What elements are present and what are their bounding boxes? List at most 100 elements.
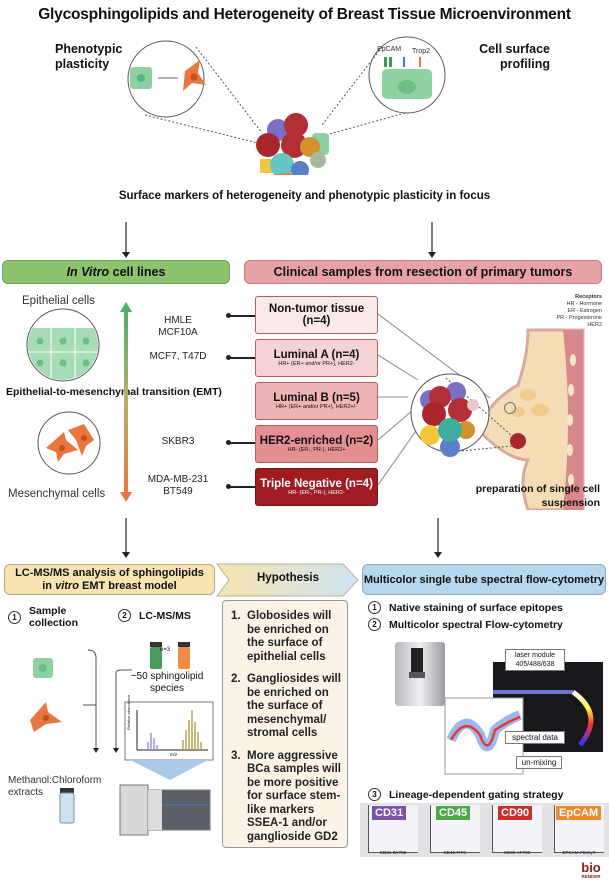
step-label: LC-MS/MS xyxy=(139,609,191,622)
connector-line xyxy=(228,315,255,317)
step-label: Multicolor spectral Flow-cytometry xyxy=(389,618,563,631)
tumor-cells-magnified-icon xyxy=(420,382,479,457)
receptor-item: HER2 xyxy=(587,322,602,328)
in-vitro-header-rest: cell lines xyxy=(109,265,166,279)
hypothesis-item-text: More aggressive BCa samples will be more… xyxy=(247,749,341,843)
extracts-label: Methanol:Chloroform extracts xyxy=(8,775,102,798)
in-vitro-header-italic: In Vitro xyxy=(66,265,110,279)
gate-marker-label: CD31 xyxy=(372,806,407,820)
top-illustration: EpCAM Trop2 xyxy=(127,36,446,175)
hypothesis-item-number: 2. xyxy=(231,673,241,685)
trop2-marker-label: Trop2 xyxy=(412,48,430,55)
laser-wavelengths: 405/488/638 xyxy=(515,661,555,668)
step-number: 1 xyxy=(8,610,21,624)
connector-line xyxy=(228,357,255,359)
lcms-header-line1: LC-MS/MS analysis of sphingolipids xyxy=(15,566,204,579)
receptors-legend: Receptors HR - Hormone ER - Estrogen PR … xyxy=(520,294,602,329)
emt-label: Epithelial-to-mesenchymal transition (EM… xyxy=(6,386,222,398)
biorender-logo: bio RENDER xyxy=(576,860,606,879)
hypothesis-item-text: Gangliosides will be enriched on the sur… xyxy=(247,673,341,739)
lcms-header-italic: vitro xyxy=(55,579,79,592)
gate-panel-cd31: CD31 CD31-BV785 xyxy=(362,803,418,857)
gate-panel-cd45: CD45 CD45-FITC xyxy=(424,803,480,857)
connector-line xyxy=(228,442,255,444)
phenotypic-plasticity-label: Phenotypic plasticity xyxy=(55,42,123,71)
receptor-item: PR - Progesterone xyxy=(556,315,602,321)
hypothesis-box: 1. Globosides will be enriched on the sur… xyxy=(222,600,348,848)
logo-text: RENDER xyxy=(581,874,601,879)
lcms-step-2: 2 LC-MS/MS xyxy=(118,609,191,622)
breast-icon xyxy=(476,328,585,510)
subtype-name: Non-tumor tissue (n=4) xyxy=(268,303,365,327)
cell-line-mda-mb-231: MDA-MB-231 xyxy=(147,474,209,485)
step-label: Sample collection xyxy=(29,605,79,629)
logo-mark: bio xyxy=(581,860,601,875)
lcms-workflow-illustration xyxy=(30,642,214,836)
subtype-name: Luminal B (n=5) xyxy=(273,392,360,404)
receptor-item: ER - Estrogen xyxy=(567,308,602,314)
in-vitro-header: In Vitro cell lines xyxy=(2,260,230,284)
epithelial-cells-icon xyxy=(26,308,100,382)
epithelial-cells-label: Epithelial cells xyxy=(22,295,95,307)
hypothesis-item: 3.More aggressive BCa samples will be mo… xyxy=(231,750,341,845)
plasticity-magnifier-icon xyxy=(127,40,206,118)
gate-xlabel: EPCAM-PE/CyT xyxy=(562,850,596,855)
laser-module-label: laser module xyxy=(514,652,556,659)
subtype-luminal-b: Luminal B (n=5) HR+ (ER+ and/or PR+), HE… xyxy=(255,382,378,420)
surface-profiling-magnifier-icon: EpCAM Trop2 xyxy=(368,36,446,114)
hypothesis-item: 1. Globosides will be enriched on the sur… xyxy=(231,610,341,664)
flow-cytometer-illustration xyxy=(395,642,603,775)
subtype-triple-negative: Triple Negative (n=4) HR- (ER-, PR-), HE… xyxy=(255,468,378,506)
connector-line xyxy=(228,486,255,488)
clinical-header: Clinical samples from resection of prima… xyxy=(244,260,602,284)
gate-xlabel: CD45-FITC xyxy=(443,850,467,855)
hypothesis-item-number: 1. xyxy=(231,610,241,622)
cell-surface-profiling-label: Cell surface profiling xyxy=(479,42,550,71)
hypothesis-header: Hypothesis xyxy=(257,572,319,584)
mesenchymal-cells-icon xyxy=(37,411,101,475)
step-label: Lineage-dependent gating strategy xyxy=(389,788,564,801)
flow-step-2: 2 Multicolor spectral Flow-cytometry xyxy=(368,618,563,631)
spectral-data-box: spectral data xyxy=(505,731,565,744)
gate-panel-epcam: EpCAM EPCAM-PE/CyT xyxy=(548,803,604,857)
breast-tumor-illustration xyxy=(378,313,585,510)
subtype-receptors: HR+ (ER+ and/or PR+), HER2+/- xyxy=(275,404,357,410)
gate-xlabel: CD90-AF700 xyxy=(503,850,531,855)
hypothesis-item: 2. Gangliosides will be enriched on the s… xyxy=(231,673,341,741)
cell-line-group-1: HMLE MCF10A xyxy=(148,315,208,339)
tumor-cluster-icon xyxy=(256,113,329,175)
lcms-header: LC-MS/MS analysis of sphingolipids in vi… xyxy=(4,564,215,595)
emt-gradient-arrow xyxy=(120,302,132,502)
epcam-marker-label: EpCAM xyxy=(377,46,401,53)
flow-step-1: 1 Native staining of surface epitopes xyxy=(368,601,563,614)
subtype-her2-enriched: HER2-enriched (n=2) HR- (ER-, PR-), HER2… xyxy=(255,425,378,463)
receptor-item: HR - Hormone xyxy=(566,301,602,307)
step-number: 3 xyxy=(368,788,381,801)
subtype-receptors: HR+ (ER+ and/or PR+), HER2- xyxy=(278,361,355,367)
subtype-receptors: HR- (ER-, PR-), HER2+ xyxy=(287,447,346,453)
gating-panels: CD31 CD31-BV785 CD45 CD45-FITC CD90 CD90… xyxy=(362,803,609,857)
lcms-header-in-label: in xyxy=(42,579,56,592)
receptors-legend-title: Receptors xyxy=(575,294,602,300)
subtype-name: HER2-enriched (n=2) xyxy=(259,435,374,447)
cell-line-group-4: MDA-MB-231 BT549 xyxy=(140,474,216,498)
subtype-name: Luminal A (n=4) xyxy=(273,349,360,361)
spectrum-xlabel: m/z xyxy=(170,752,178,757)
unmixing-box: un-mixing xyxy=(516,756,562,769)
hypothesis-item-text: Globosides will be enriched on the surfa… xyxy=(247,610,332,663)
subtype-non-tumor: Non-tumor tissue (n=4) xyxy=(255,296,378,334)
lcms-step-1: 1 Sample collection xyxy=(8,605,89,629)
laser-module-box: laser module 405/488/638 xyxy=(505,649,565,671)
cell-line-bt549: BT549 xyxy=(163,486,193,497)
lcms-header-line2: EMT breast model xyxy=(78,579,177,592)
hypothesis-chevron xyxy=(216,563,359,597)
flow-step-3: 3 Lineage-dependent gating strategy xyxy=(368,788,563,801)
gate-xlabel: CD31-BV785 xyxy=(379,850,407,855)
spectrum-ylabel: Relative abundance xyxy=(126,694,131,730)
species-label: ~50 sphingolipid species xyxy=(130,671,204,694)
cell-line-mcf10a: MCF10A xyxy=(158,327,198,338)
gate-marker-label: CD90 xyxy=(498,806,533,820)
flow-header: Multicolor single tube spectral flow-cyt… xyxy=(362,564,606,595)
cell-line-hmle: HMLE xyxy=(164,315,192,326)
step-number: 2 xyxy=(368,618,381,631)
